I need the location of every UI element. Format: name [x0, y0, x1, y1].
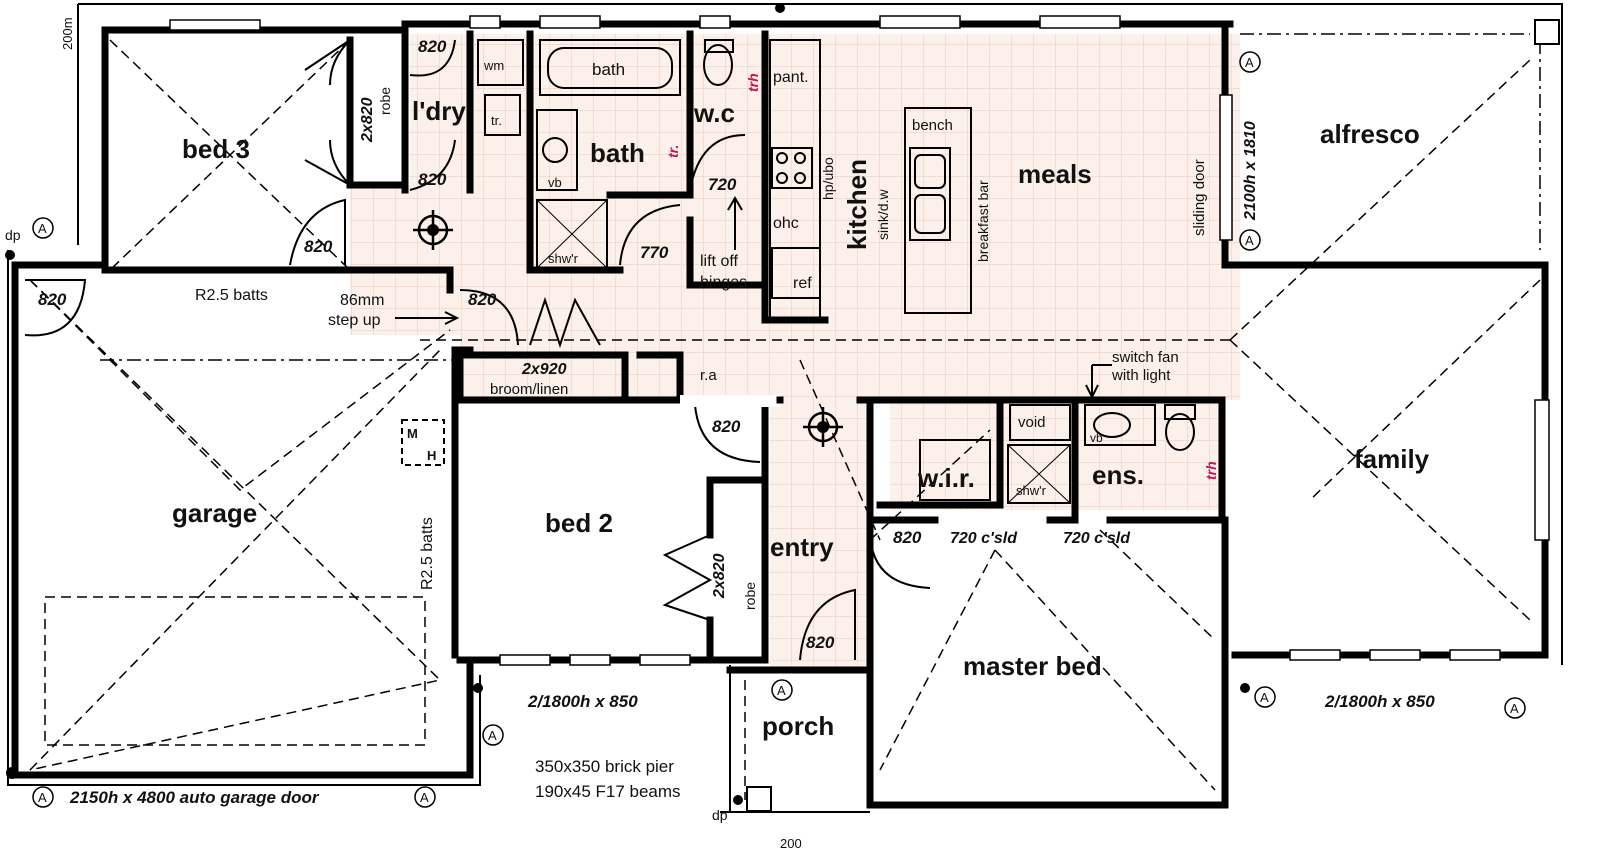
- lift-off-label: lift off: [700, 253, 739, 270]
- door-master: 820: [893, 528, 922, 547]
- section-marker-labels: A A A A A A A A A: [38, 55, 1519, 805]
- light-fixture-icon: [413, 210, 843, 447]
- ensuite-shower-label: shw'r: [1016, 483, 1047, 498]
- svg-text:A: A: [1260, 690, 1269, 705]
- room-laundry: l'dry: [412, 96, 466, 126]
- door-bed3: 820: [304, 237, 333, 256]
- sink-dishwasher-label: sink/d.w: [875, 189, 891, 240]
- wir-door-label: 720 c'sld: [950, 530, 1018, 547]
- towel-rail-bath: tr.: [665, 145, 681, 158]
- broom-linen-size: 2x920: [521, 361, 567, 378]
- svg-text:A: A: [38, 790, 47, 805]
- towel-rail-ensuite: trh: [1203, 461, 1219, 480]
- ensuite-door-label: 720 c'sld: [1063, 530, 1131, 547]
- room-meals: meals: [1018, 159, 1092, 189]
- downpipe-bottom-label: dp: [712, 807, 728, 823]
- svg-text:A: A: [38, 221, 47, 236]
- roof-lines: [29, 33, 1541, 800]
- robe-bed3-label: robe: [377, 87, 393, 115]
- room-bed2: bed 2: [545, 508, 613, 538]
- room-bed3: bed 3: [182, 134, 250, 164]
- door-bed2: 820: [712, 417, 741, 436]
- room-wir: w.i.r.: [917, 463, 975, 493]
- windows: [169, 15, 1550, 666]
- ensuite-vanity-label: vb: [1090, 431, 1103, 445]
- room-alfresco: alfresco: [1320, 119, 1420, 149]
- batts-top-label: R2.5 batts: [195, 287, 268, 304]
- svg-text:A: A: [1245, 233, 1254, 248]
- svg-text:A: A: [777, 683, 786, 698]
- broom-linen-label: broom/linen: [490, 381, 568, 398]
- door-stepup: 820: [468, 290, 497, 309]
- hotplate-label: hp/ubo: [820, 157, 836, 200]
- dimension-200-label: 200m: [60, 17, 75, 50]
- eave-outline: [7, 3, 1563, 813]
- towel-rail-wc: trh: [745, 73, 761, 92]
- dimension-bottom-label: 200: [780, 836, 802, 850]
- garage-door-size: 2150h x 4800 auto garage door: [69, 788, 320, 807]
- room-kitchen: kitchen: [842, 159, 872, 250]
- meter-box-icon: M H: [401, 419, 445, 466]
- alfresco-window-size: 2100h x 1810: [1242, 121, 1259, 221]
- door-garage: 820: [38, 290, 67, 309]
- room-wc: w.c: [693, 98, 735, 128]
- room-master-bed: master bed: [963, 651, 1102, 681]
- robe-bed2-size: 2x820: [711, 553, 728, 599]
- overhead-cupboard-label: ohc: [773, 215, 799, 232]
- bed2-window-size: 2/1800h x 850: [527, 692, 638, 711]
- with-light-label: with light: [1111, 367, 1171, 384]
- door-ldry-top: 820: [418, 37, 447, 56]
- tiled-floor: [350, 34, 1240, 670]
- meter-m-label: M: [407, 426, 418, 441]
- brick-pier-label: 350x350 brick pier: [535, 757, 674, 776]
- room-bath: bath: [590, 138, 645, 168]
- batts-side-label: R2.5 batts: [419, 517, 436, 590]
- svg-text:A: A: [488, 728, 497, 743]
- trough-label: tr.: [491, 113, 502, 128]
- fixtures: [477, 39, 1196, 504]
- void-label: void: [1018, 414, 1046, 431]
- vanity-basin-label: vb: [548, 175, 562, 190]
- door-bath: 770: [640, 243, 669, 262]
- svg-text:A: A: [1510, 701, 1519, 716]
- annotation-arrows: [395, 196, 1112, 400]
- robe-bed3-size: 2x820: [359, 97, 376, 143]
- room-porch: porch: [762, 711, 834, 741]
- fridge-label: ref: [793, 275, 812, 292]
- towel-rail-labels: trh tr. trh: [665, 73, 1219, 480]
- pantry-label: pant.: [773, 69, 809, 86]
- return-air-label: r.a: [700, 367, 717, 384]
- step-up-height: 86mm: [340, 292, 384, 309]
- room-ensuite: ens.: [1092, 460, 1144, 490]
- room-family: family: [1354, 444, 1430, 474]
- door-width-labels: 820 820 820 720 770 820 820 820 820 820: [38, 37, 922, 652]
- annotation-labels: 2x820 robe wm tr. vb shw'r pant. hp/ubo …: [5, 17, 1435, 850]
- sliding-door-label: sliding door: [1191, 159, 1208, 236]
- section-markers: [5, 3, 1560, 812]
- bench-label: bench: [912, 117, 953, 134]
- room-garage: garage: [172, 498, 257, 528]
- washing-machine-label: wm: [483, 58, 504, 73]
- svg-text:A: A: [1245, 55, 1254, 70]
- switch-fan-label: switch fan: [1112, 349, 1179, 366]
- door-ldry-bottom: 820: [418, 170, 447, 189]
- meter-h-label: H: [427, 448, 436, 463]
- hinges-label: hinges: [700, 274, 747, 291]
- door-wc: 720: [708, 175, 737, 194]
- door-entry: 820: [806, 633, 835, 652]
- beams-label: 190x45 F17 beams: [535, 782, 681, 801]
- downpipe-label: dp: [5, 227, 21, 243]
- bath-tub-label: bath: [592, 60, 625, 79]
- shower-label: shw'r: [548, 251, 579, 266]
- room-entry: entry: [770, 532, 834, 562]
- family-window-size: 2/1800h x 850: [1324, 692, 1435, 711]
- step-up-label: step up: [328, 312, 381, 329]
- svg-text:A: A: [420, 790, 429, 805]
- door-swings: [24, 39, 931, 661]
- room-labels: bed 3 l'dry bath bath w.c kitchen meals …: [172, 60, 1430, 741]
- breakfast-bar-label: breakfast bar: [975, 180, 991, 262]
- robe-bed2-label: robe: [742, 582, 758, 610]
